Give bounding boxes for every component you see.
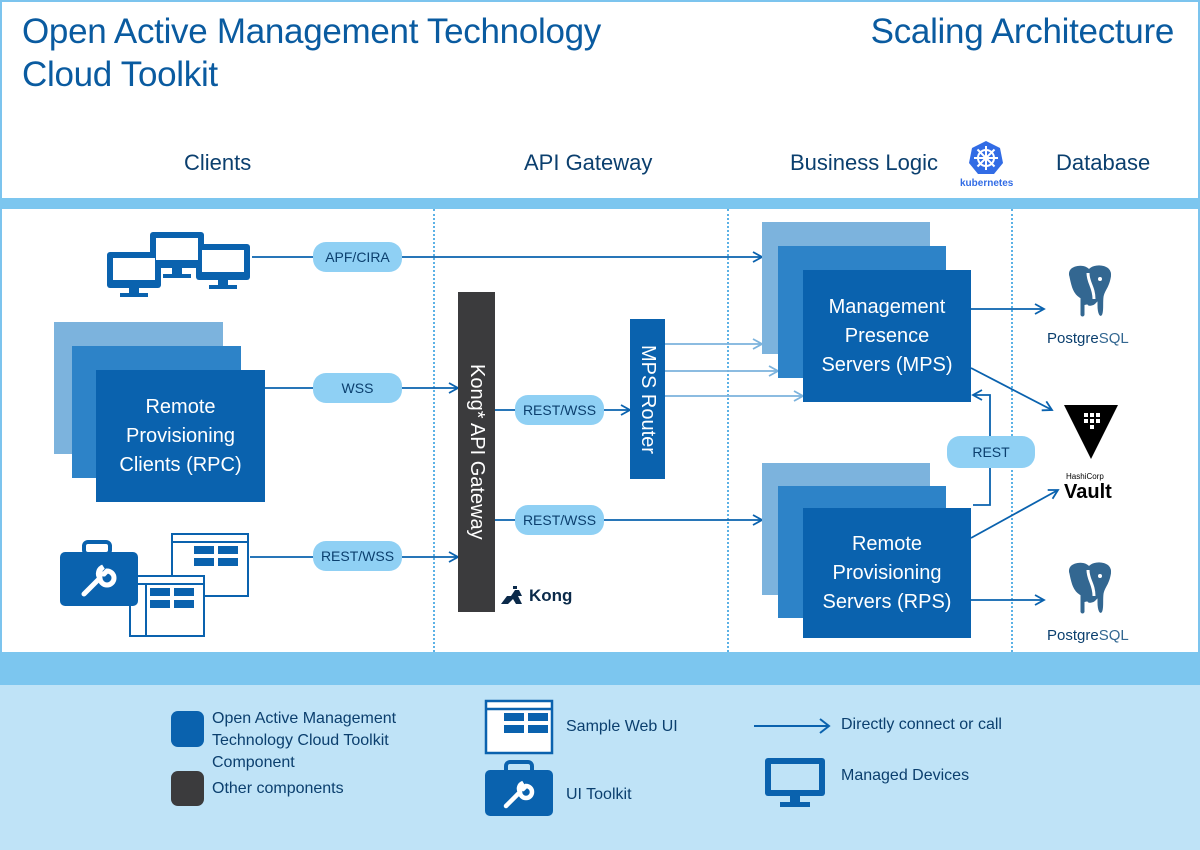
kong-gateway-label: Kong* API Gateway: [466, 364, 488, 540]
mps-router-box: [630, 319, 665, 479]
legend-direct-label: Directly connect or call: [841, 716, 1002, 733]
kong-logo-text: Kong: [529, 586, 573, 605]
rpc-box: Remote Provisioning Clients (RPC): [96, 370, 265, 502]
bottom-band: [0, 652, 1200, 685]
toolkit-icon: [484, 760, 554, 818]
legend-managed-label: Managed Devices: [841, 767, 970, 784]
rps-box: Remote Provisioning Servers (RPS): [803, 508, 971, 638]
legend-component-label: Open Active Management Technology Cloud …: [212, 710, 397, 771]
separator-clients-gateway: [433, 209, 435, 652]
legend-ui-toolkit-label: UI Toolkit: [566, 786, 632, 803]
column-clients: Clients: [184, 150, 252, 175]
pill-rest-wss-client: REST/WSS: [313, 541, 402, 571]
page-title: Open Active Management Technology Cloud …: [22, 12, 601, 94]
kong-gateway-box: [458, 292, 495, 612]
column-business-logic: Business Logic: [790, 150, 938, 175]
separator-logic-database: [1011, 209, 1013, 652]
pill-wss: WSS: [313, 373, 402, 403]
kubernetes-icon: [968, 140, 1004, 176]
monitor-icon: [764, 757, 826, 809]
vault-icon: [1062, 403, 1120, 461]
mps-box: Management Presence Servers (MPS): [803, 270, 971, 402]
pill-rest-wss-rps: REST/WSS: [515, 505, 604, 535]
monitor-icon: [105, 230, 255, 300]
vault-label: Vault: [1064, 481, 1112, 503]
separator-gateway-logic: [727, 209, 729, 652]
column-api-gateway: API Gateway: [524, 150, 653, 175]
pill-rest: REST: [947, 436, 1035, 468]
legend-component-swatch: [171, 711, 204, 747]
vault-small-label: HashiCorp: [1066, 472, 1104, 481]
header-frame: [0, 0, 1200, 198]
legend-other-swatch: [171, 771, 204, 806]
page-subtitle: Scaling Architecture: [870, 12, 1175, 51]
pill-rest-wss-router: REST/WSS: [515, 395, 604, 425]
arrow-mps-vault: [970, 367, 1054, 412]
web-ui-icon: [484, 699, 554, 755]
kong-icon: [498, 584, 524, 608]
postgresql-label-bottom: PostgreSQL: [1047, 627, 1129, 644]
postgresql-label-top: PostgreSQL: [1047, 330, 1129, 347]
ui-toolkit-and-web-ui-icon: [60, 532, 250, 638]
kubernetes-label: kubernetes: [960, 178, 1014, 189]
arrow-icon: [754, 718, 831, 734]
arrow-rps-vault: [970, 489, 1060, 539]
top-band: [0, 198, 1200, 209]
postgresql-elephant-icon: [1058, 259, 1120, 321]
legend-other-label: Other components: [212, 780, 344, 797]
postgresql-elephant-icon: [1058, 556, 1120, 618]
column-database: Database: [1056, 150, 1151, 175]
mps-router-label: MPS Router: [637, 344, 659, 454]
pill-apf-cira: APF/CIRA: [313, 242, 402, 272]
diagram-area: [0, 209, 1200, 652]
legend-web-ui-label: Sample Web UI: [566, 718, 678, 735]
